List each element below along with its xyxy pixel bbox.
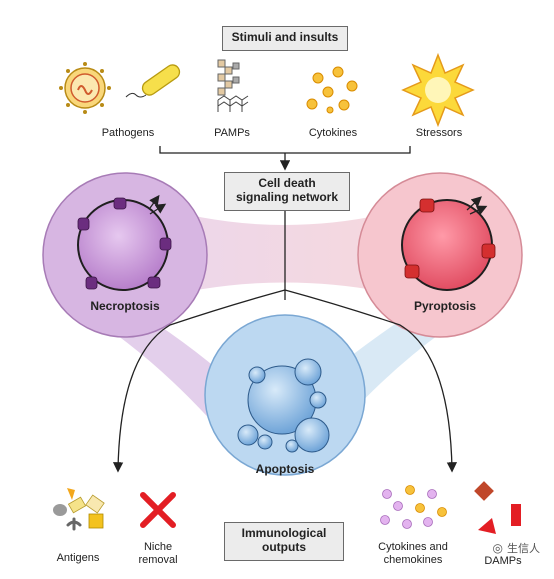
label-pathogens: Pathogens (101, 127, 155, 139)
niche-removal-icon (140, 492, 176, 528)
network-title-line1: Cell death (258, 176, 316, 190)
watermark-icon: ◎ (492, 541, 503, 555)
watermark: ◎ 生信人 (493, 540, 540, 556)
watermark-text: 生信人 (507, 543, 540, 555)
label-cc-line1: Cytokines and (378, 541, 448, 553)
outputs-title-line2: outputs (262, 540, 306, 554)
label-damps: DAMPs (484, 555, 522, 567)
outputs-box: Immunological outputs (224, 522, 344, 561)
label-cytokines: Cytokines (308, 127, 358, 139)
label-antigens: Antigens (56, 552, 100, 564)
cytokines-chemokines-icon (380, 485, 447, 529)
label-necroptosis: Necroptosis (90, 299, 160, 313)
label-niche-line2: removal (138, 554, 178, 566)
network-title-line2: signaling network (235, 190, 338, 204)
cytokines-icon (306, 66, 358, 114)
gasdermin-pores (404, 198, 496, 279)
label-niche-removal: Niche removal (128, 541, 188, 567)
stressors-icon (401, 52, 475, 128)
damps-icon (474, 481, 521, 534)
apoptotic-bodies (237, 358, 330, 453)
pathogen-icon (59, 62, 181, 114)
label-cc-line2: chemokines (383, 554, 443, 566)
label-cytokines-chemokines: Cytokines and chemokines (370, 541, 456, 567)
label-stressors: Stressors (415, 127, 463, 139)
label-pyroptosis: Pyroptosis (413, 299, 476, 313)
mlkl-pores (77, 197, 172, 290)
stimuli-bracket (159, 146, 411, 154)
necroptosis-cell (77, 199, 169, 291)
outputs-title-line1: Immunological (241, 526, 327, 540)
label-pamps: PAMPs (214, 127, 250, 139)
label-niche-line1: Niche (143, 541, 173, 553)
antigens-icon (53, 488, 105, 531)
stimuli-title: Stimuli and insults (231, 30, 339, 44)
network-box: Cell death signaling network (224, 172, 350, 211)
stimuli-box: Stimuli and insults (222, 26, 348, 51)
pamps-icon (217, 59, 249, 112)
label-apoptosis: Apoptosis (255, 462, 315, 476)
